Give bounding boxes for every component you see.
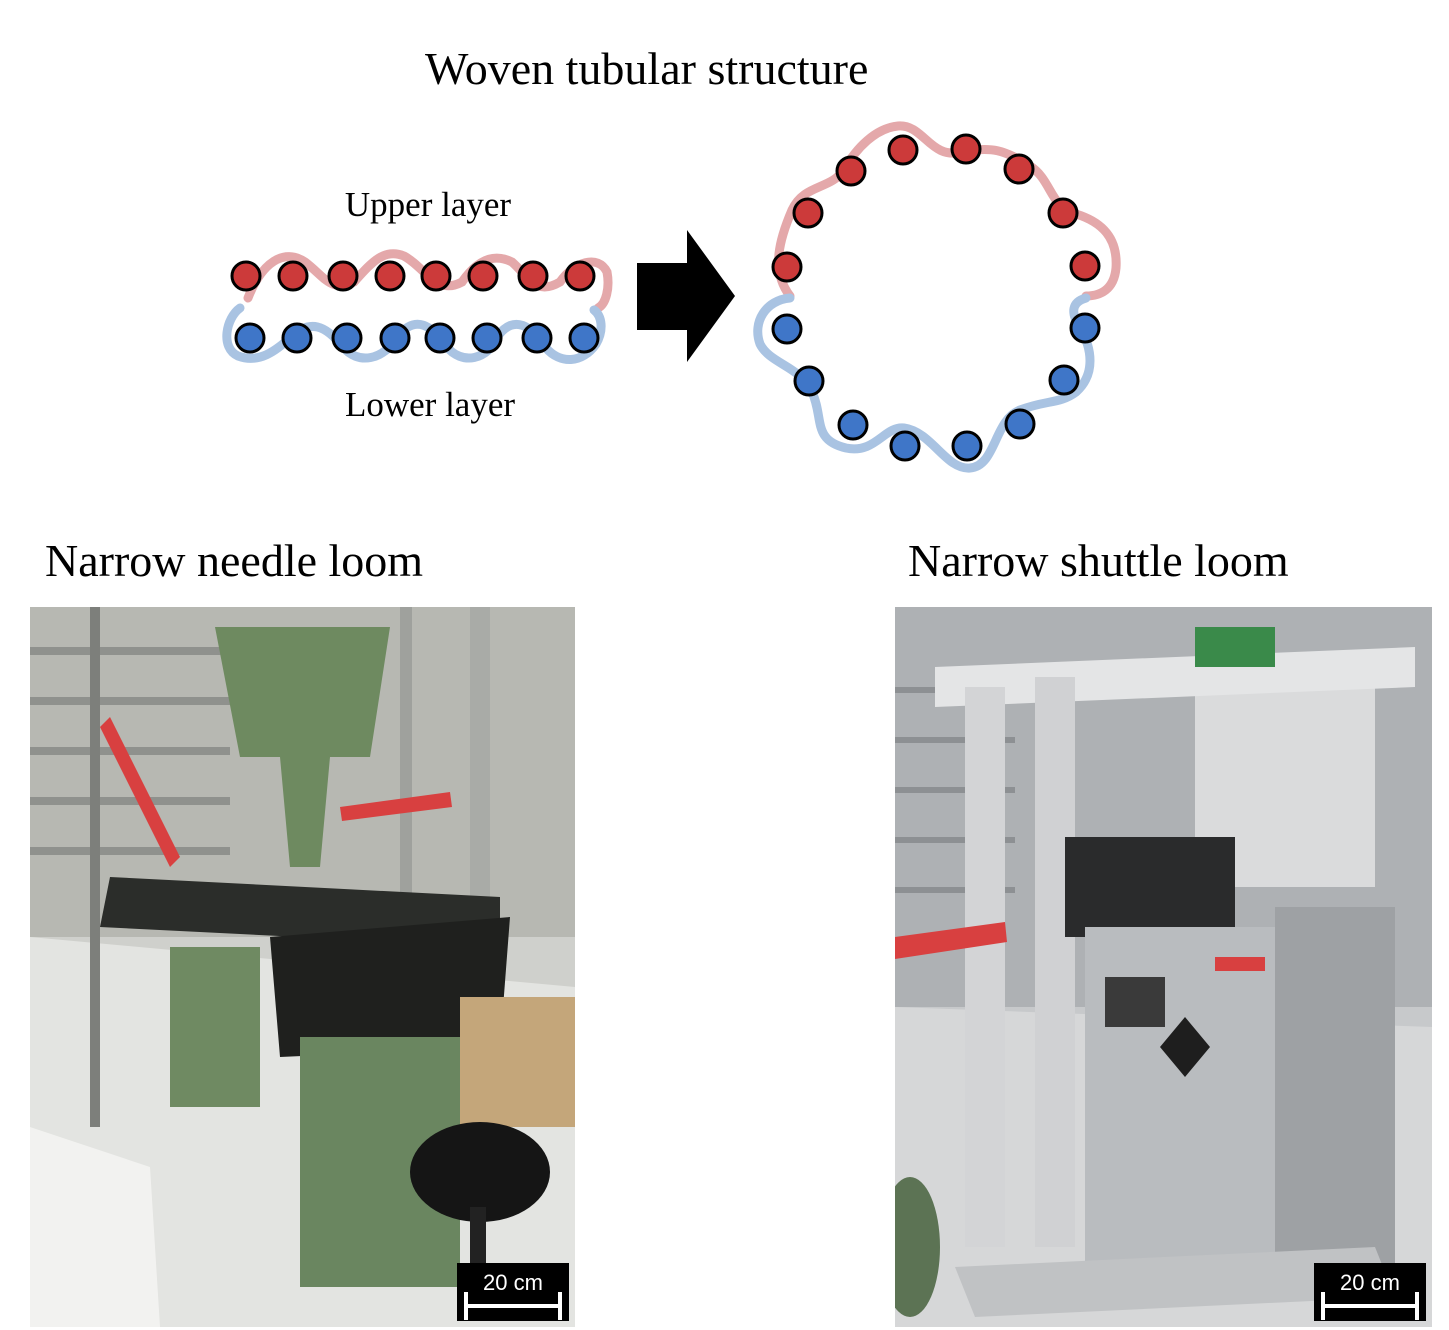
lower-yarn bbox=[222, 303, 606, 364]
transform-arrow bbox=[637, 230, 735, 362]
tube-lower-cross-sections bbox=[771, 312, 1101, 462]
needle-scale-label: 20 cm bbox=[483, 1270, 543, 1295]
shuttle-loom-photo: 20 cm bbox=[895, 607, 1432, 1327]
needle-scale-bar: 20 cm bbox=[457, 1263, 569, 1321]
shuttle-loom-title: Narrow shuttle loom bbox=[908, 535, 1289, 586]
tubular-structure-diagram: Upper layer Lower layer bbox=[222, 121, 1121, 473]
figure-title: Woven tubular structure bbox=[425, 43, 869, 94]
lower-layer-label: Lower layer bbox=[345, 385, 515, 424]
lower-yarn-cross-sections bbox=[234, 322, 600, 354]
tube-upper-cross-sections bbox=[771, 133, 1101, 283]
needle-loom-title: Narrow needle loom bbox=[45, 535, 424, 586]
tube-lower-yarn bbox=[753, 293, 1095, 473]
shuttle-scale-bar: 20 cm bbox=[1314, 1263, 1426, 1321]
upper-yarn bbox=[243, 249, 613, 313]
upper-layer-label: Upper layer bbox=[345, 185, 512, 224]
needle-loom-photo: 20 cm bbox=[30, 607, 575, 1327]
upper-yarn-cross-sections bbox=[230, 260, 596, 292]
shuttle-scale-label: 20 cm bbox=[1340, 1270, 1400, 1295]
